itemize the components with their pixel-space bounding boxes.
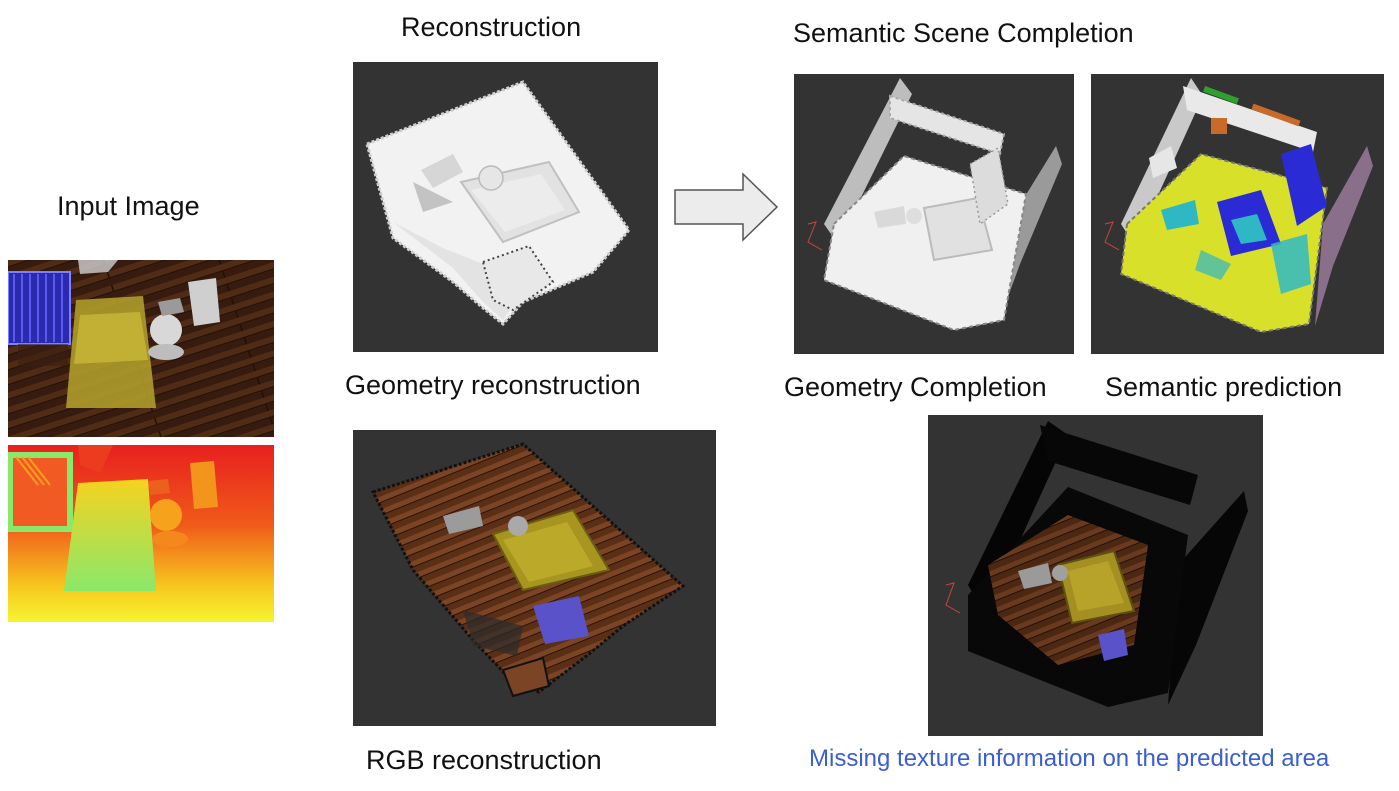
rgb-reconstruction-label: RGB reconstruction [366, 745, 602, 775]
semantic-prediction-label: Semantic prediction [1105, 372, 1343, 402]
rgb-reconstruction-panel [353, 430, 716, 726]
geometry-completion-label: Geometry Completion [784, 372, 1047, 402]
arrow-right-icon [673, 172, 779, 242]
semantic-scene-completion-label: Semantic Scene Completion [793, 18, 1134, 48]
input-image-label: Input Image [57, 191, 200, 221]
input-depth-image [8, 445, 274, 622]
semantic-top-strip [1203, 86, 1301, 134]
missing-texture-note: Missing texture information on the predi… [809, 745, 1330, 772]
geometry-reconstruction-panel [353, 62, 658, 352]
basket-shape [8, 271, 71, 366]
reconstruction-label: Reconstruction [401, 12, 582, 42]
textured-completion-panel [928, 415, 1263, 736]
geometry-reconstruction-label: Geometry reconstruction [345, 370, 641, 400]
geometry-completion-panel [794, 74, 1074, 354]
input-rgb-image [8, 260, 274, 437]
semantic-prediction-panel [1091, 74, 1384, 354]
